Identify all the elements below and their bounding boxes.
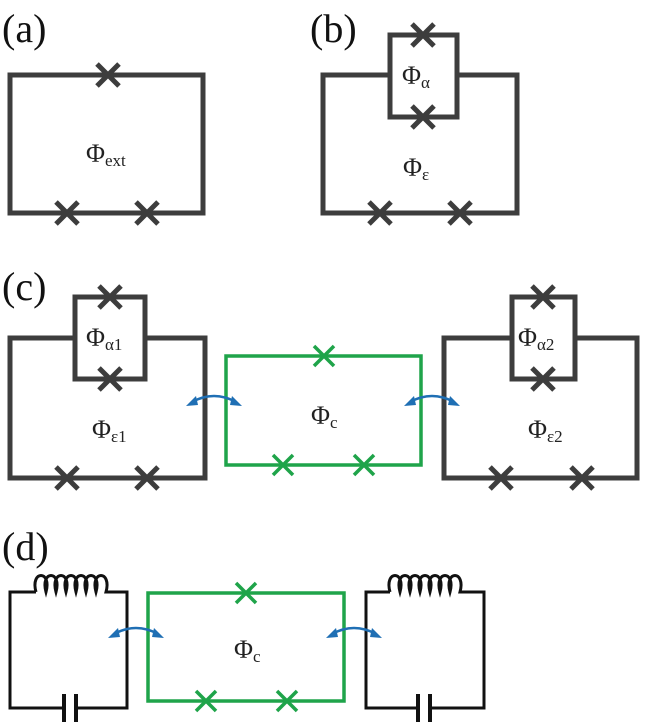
junction-c-left-inner-top	[97, 284, 123, 310]
junction-c-left-bottom-left	[54, 465, 80, 491]
coupling-arrow-d-left	[108, 626, 164, 638]
flux-eps-label: Φε	[403, 153, 429, 184]
junction-b-inner-top	[410, 22, 436, 48]
junction-c-right-inner-top	[530, 284, 556, 310]
flux-eps2-label: Φε2	[528, 415, 563, 446]
coupling-arrow-c-left	[186, 394, 242, 406]
junction-a-bottom-left	[54, 200, 80, 226]
flux-alpha-label: Φα	[402, 61, 430, 92]
junction-c-coupler-bottom-right	[352, 453, 376, 477]
junction-c-coupler-bottom-left	[271, 453, 295, 477]
panel-c-label: (c)	[2, 264, 46, 309]
junction-d-coupler-bottom-left	[194, 689, 218, 713]
capacitor-right-icon	[416, 694, 432, 722]
loop-b-outer	[320, 72, 520, 216]
panel-c: (c) Φα1 Φε1	[2, 264, 640, 491]
junction-c-right-inner-bottom	[530, 366, 556, 392]
loop-c-right-outer	[441, 335, 640, 481]
resonator-left-wire-right	[76, 590, 129, 710]
flux-eps1-label: Φε1	[92, 415, 127, 446]
junction-d-coupler-bottom-right	[275, 689, 299, 713]
flux-c-label: Φc	[311, 401, 338, 432]
junction-b-inner-bottom	[410, 104, 436, 130]
flux-c-d-label: Φc	[234, 635, 261, 666]
coupling-arrow-c-right	[404, 394, 460, 406]
loop-a	[7, 72, 206, 216]
coupling-arrow-d-right	[326, 626, 382, 638]
resonator-right-wire-right	[430, 590, 486, 710]
resonator-left-wire-left	[8, 590, 64, 710]
panel-a: (a) Φext	[2, 6, 206, 226]
junction-c-right-bottom-left	[488, 465, 514, 491]
panel-d: (d) Φc	[2, 524, 486, 722]
junction-c-left-inner-bottom	[97, 366, 123, 392]
junction-a-bottom-right	[134, 200, 160, 226]
inductor-right-icon	[387, 574, 468, 598]
panel-b-label: (b)	[310, 6, 357, 51]
junction-c-coupler-top	[312, 344, 336, 368]
capacitor-left-icon	[62, 694, 78, 722]
flux-ext-label: Φext	[86, 139, 126, 170]
loop-c-left-outer	[7, 335, 208, 481]
junction-c-right-bottom-right	[569, 465, 595, 491]
flux-alpha1-label: Φα1	[86, 323, 122, 354]
junction-b-bottom-left	[367, 200, 393, 226]
flux-alpha2-label: Φα2	[518, 323, 554, 354]
panel-a-label: (a)	[2, 6, 46, 51]
junction-b-bottom-right	[447, 200, 473, 226]
panel-d-label: (d)	[2, 524, 49, 569]
junction-a-top	[95, 62, 121, 88]
panel-b: (b) Φα Φε	[310, 6, 520, 226]
resonator-right-wire-left	[364, 590, 418, 710]
inductor-left-icon	[33, 574, 114, 598]
junction-d-coupler-top	[234, 581, 258, 605]
junction-c-left-bottom-right	[134, 465, 160, 491]
